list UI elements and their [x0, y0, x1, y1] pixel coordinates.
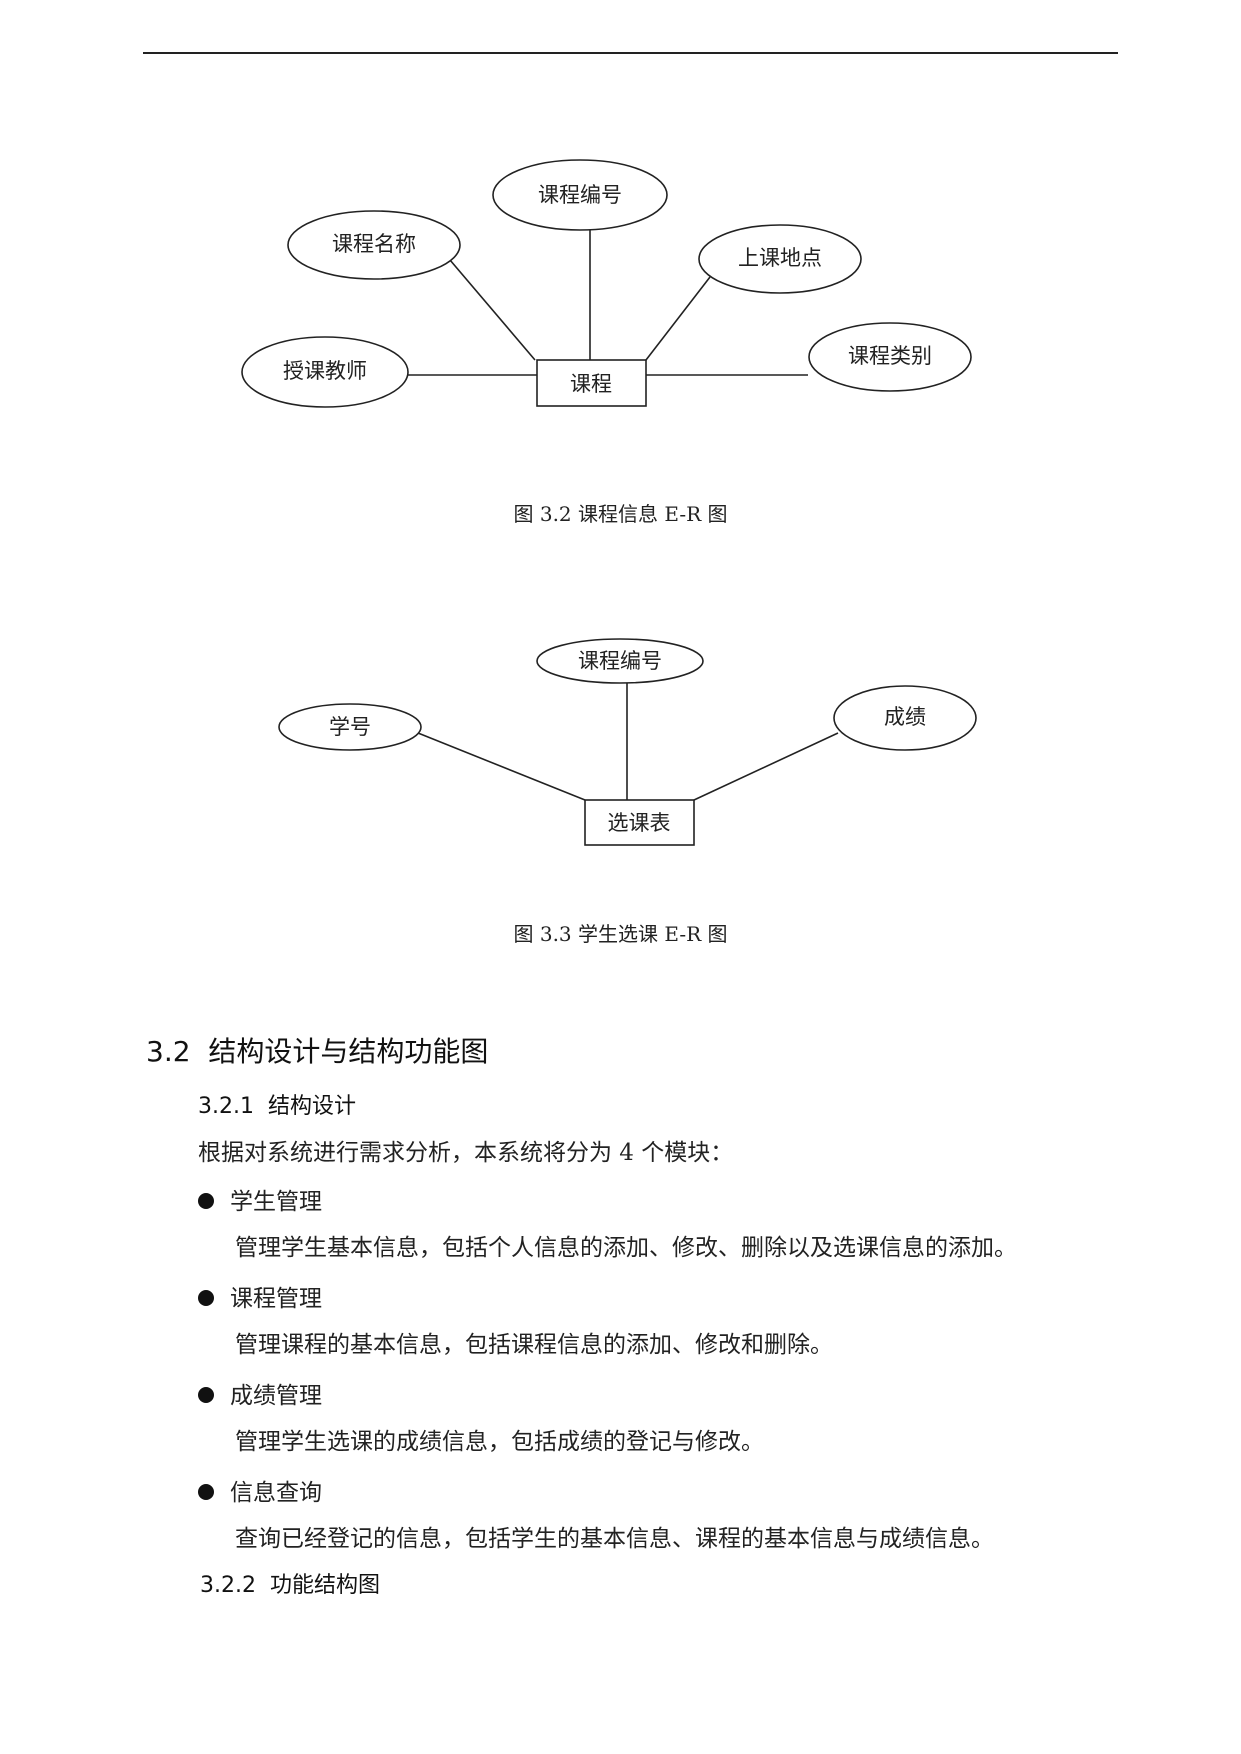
attribute-ellipse — [241, 336, 409, 408]
connector-line — [645, 276, 711, 361]
section-heading: 3.2 结构设计与结构功能图 — [146, 1035, 489, 1068]
bullet-icon — [198, 1290, 214, 1306]
attribute-ellipse — [492, 159, 668, 231]
module-description: 查询已经登记的信息，包括学生的基本信息、课程的基本信息与成绩信息。 — [235, 1526, 994, 1552]
attribute-label: 课程名称 — [332, 232, 416, 256]
attribute-label: 授课教师 — [283, 359, 367, 383]
attribute-ellipse — [536, 638, 704, 684]
attribute-ellipse — [808, 322, 972, 392]
attribute-ellipse — [698, 224, 862, 294]
attribute-label: 课程类别 — [848, 344, 932, 368]
bullet-icon — [198, 1484, 214, 1500]
subsection-heading: 3.2.1 结构设计 — [198, 1094, 356, 1119]
module-name: 学生管理 — [230, 1189, 322, 1215]
attribute-label: 课程编号 — [578, 649, 662, 673]
entity-label: 选课表 — [608, 811, 671, 835]
bullet-icon — [198, 1193, 214, 1209]
module-description: 管理学生选课的成绩信息，包括成绩的登记与修改。 — [235, 1429, 764, 1455]
attribute-ellipse — [833, 685, 977, 751]
module-name: 成绩管理 — [230, 1383, 322, 1409]
figure-caption: 图 3.2 课程信息 E-R 图 — [513, 502, 728, 526]
er-diagram-selection: 选课表 课程编号 学号 成绩 — [278, 638, 977, 846]
module-name: 课程管理 — [230, 1286, 322, 1312]
module-item: 学生管理 — [198, 1182, 322, 1216]
module-item: 成绩管理 — [198, 1376, 322, 1410]
intro-paragraph: 根据对系统进行需求分析，本系统将分为 4 个模块： — [198, 1140, 734, 1166]
connector-line — [417, 732, 586, 801]
figure-caption: 图 3.3 学生选课 E-R 图 — [513, 922, 728, 946]
attribute-label: 学号 — [329, 715, 371, 739]
attribute-ellipse — [278, 703, 422, 751]
attribute-label: 成绩 — [884, 705, 926, 729]
attribute-ellipse — [287, 210, 461, 280]
attribute-label: 课程编号 — [538, 183, 622, 207]
header-rule — [143, 52, 1118, 54]
er-diagram-course: 课程 课程编号 课程名称 上课地点 授课教师 课程类别 — [241, 159, 972, 408]
entity-box — [536, 359, 647, 407]
module-description: 管理学生基本信息，包括个人信息的添加、修改、删除以及选课信息的添加。 — [235, 1235, 1017, 1261]
connector-line — [449, 259, 536, 361]
module-item: 课程管理 — [198, 1279, 322, 1313]
entity-label: 课程 — [570, 372, 612, 396]
bullet-icon — [198, 1387, 214, 1403]
connector-line — [693, 732, 839, 801]
module-name: 信息查询 — [230, 1480, 322, 1506]
module-description: 管理课程的基本信息，包括课程信息的添加、修改和删除。 — [235, 1332, 833, 1358]
attribute-label: 上课地点 — [738, 246, 822, 270]
subsection-heading: 3.2.2 功能结构图 — [200, 1573, 380, 1598]
module-item: 信息查询 — [198, 1473, 322, 1507]
entity-box — [584, 799, 695, 846]
